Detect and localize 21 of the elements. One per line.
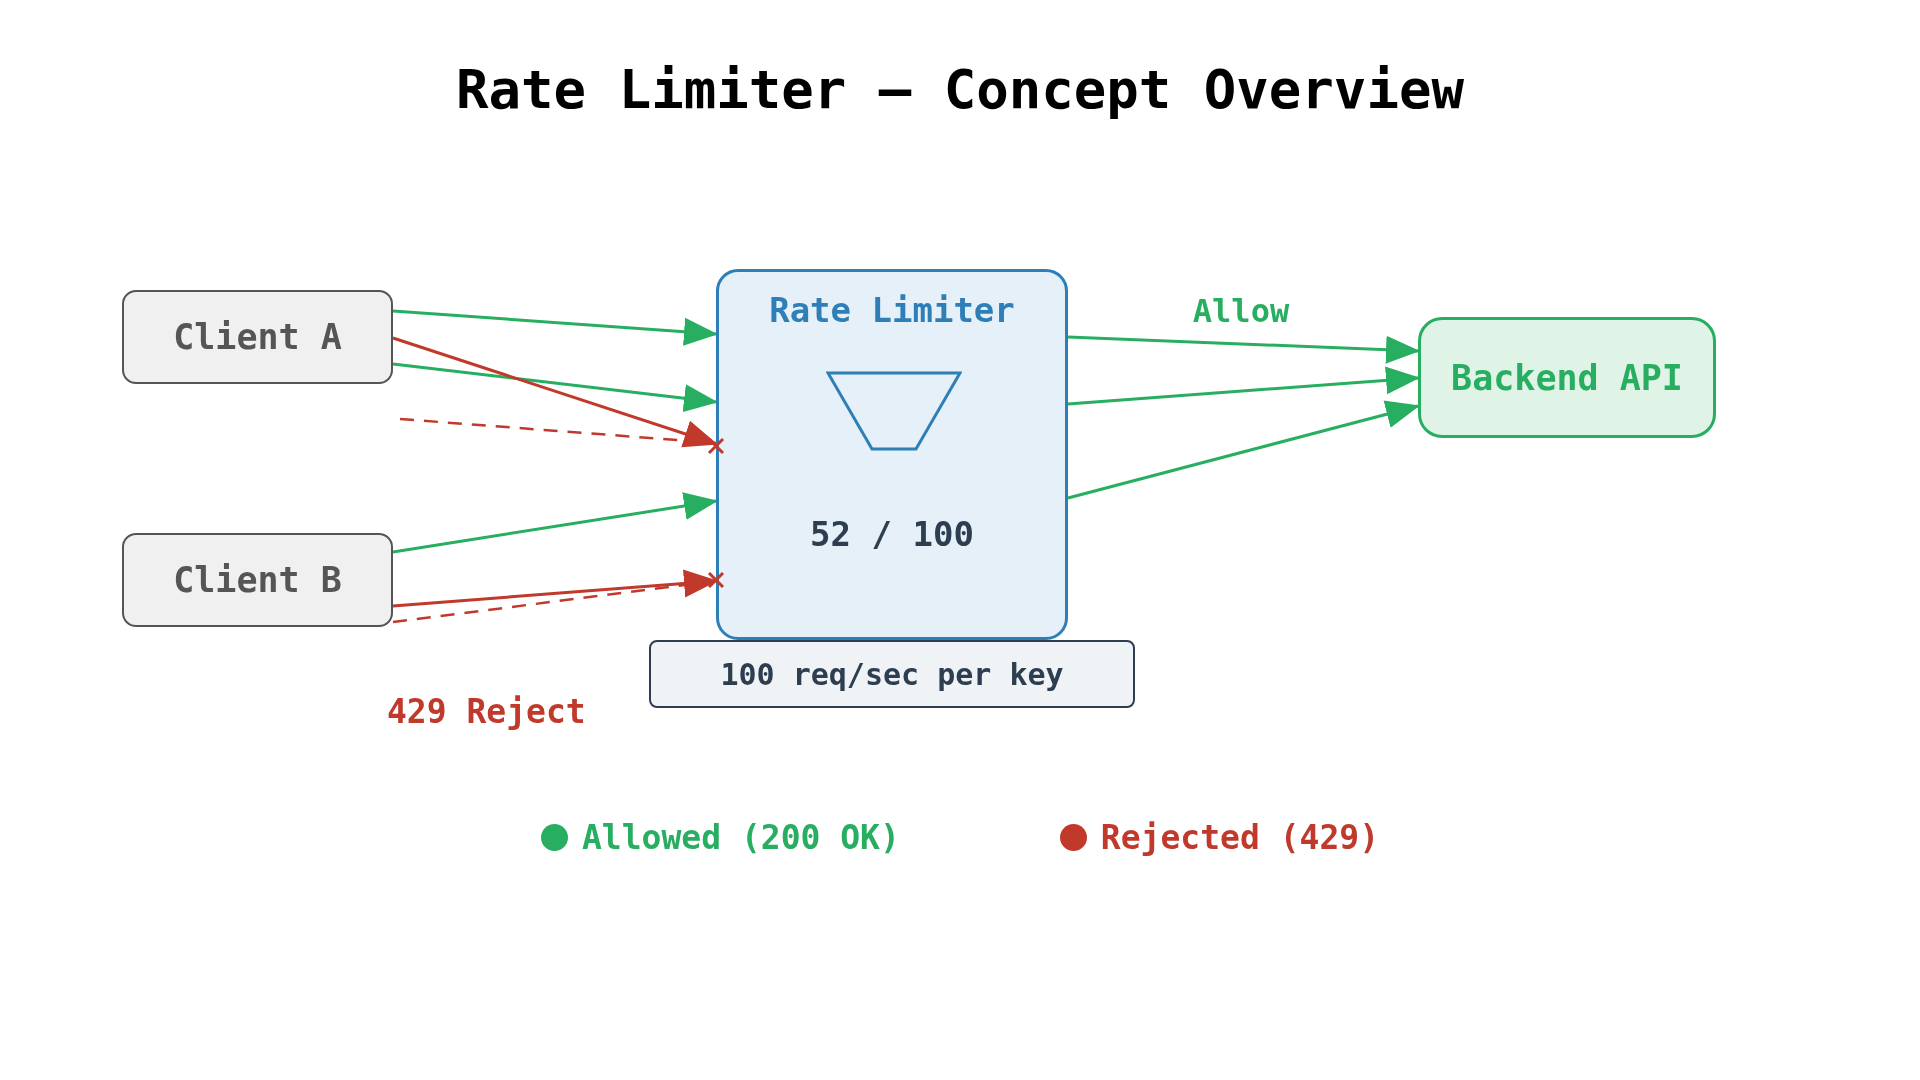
- node-label: Client A: [173, 317, 342, 357]
- client-box: [122, 290, 393, 384]
- diagram-title: Rate Limiter — Concept Overview: [455, 58, 1465, 121]
- arrow: [1067, 366, 1420, 406]
- client-box: [122, 533, 393, 627]
- arrow: [392, 309, 718, 346]
- limiter-box: [716, 269, 1068, 640]
- backend-box: [1418, 317, 1716, 438]
- counter-text: 52 / 100: [809, 514, 975, 554]
- node-label: 100 req/sec per key: [720, 656, 1064, 692]
- legend-text: Allowed (200 OK): [581, 818, 900, 857]
- node-label: Client B: [173, 560, 342, 600]
- node-title: Rate Limiter: [768, 290, 1016, 330]
- legend-text: Rejected (429): [1100, 818, 1379, 857]
- arrow: [392, 492, 718, 554]
- node-label: Backend API: [1451, 357, 1683, 398]
- arrow: [1067, 400, 1420, 500]
- reject-label: 429 Reject: [387, 692, 586, 731]
- config-box: [649, 640, 1135, 708]
- arrow: [392, 362, 718, 413]
- arrow: [1067, 335, 1420, 364]
